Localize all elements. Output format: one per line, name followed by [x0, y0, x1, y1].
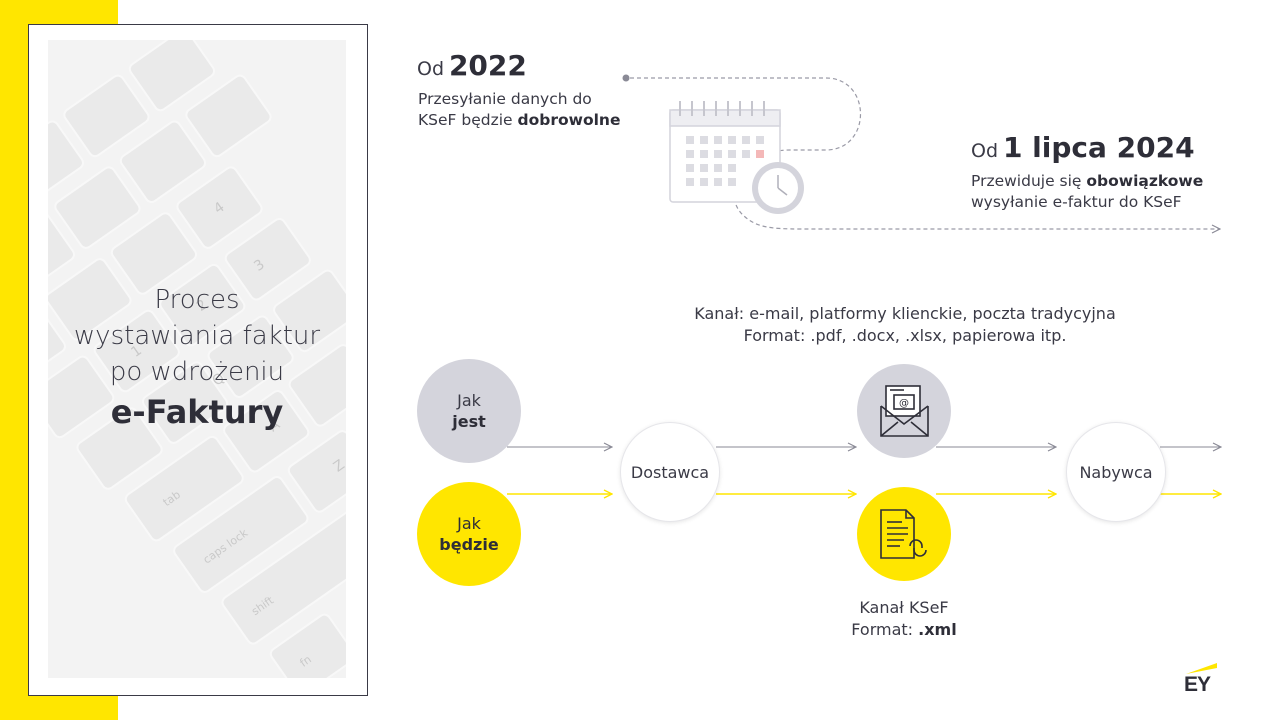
panel-title: Proces wystawiania faktur po wdrożeniu e… — [48, 282, 346, 434]
envelope-at-icon — [880, 385, 929, 437]
timeline-end-description: Przewiduje się obowiązkowe wysyłanie e-f… — [971, 171, 1203, 213]
panel-title-line-1: Proces — [154, 285, 240, 315]
email-channel-node: @ — [857, 364, 951, 458]
ksef-channel-description: Kanał KSeF Format: .xml — [804, 597, 1004, 641]
current-channel-text: Kanał: e-mail, platformy klienckie, pocz… — [694, 304, 1116, 323]
panel-title-line-3: po wdrożeniu — [109, 357, 285, 387]
keyboard-illustration: tab caps lock shift fn A Q 1 2 3 4 Z — [48, 40, 346, 678]
timeline-start-description: Przesyłanie danych do KSeF będzie dobrow… — [418, 89, 620, 131]
timeline-start-prefix: Od — [417, 58, 445, 80]
current-format-text: Format: .pdf, .docx, .xlsx, papierowa it… — [743, 326, 1067, 345]
as-is-label-line-1: Jak — [457, 391, 481, 410]
ey-logo: EY — [1184, 673, 1211, 696]
timeline-end-line-1: Przewiduje się — [971, 172, 1082, 190]
timeline-start-year: 2022 — [448, 49, 527, 82]
supplier-node: Dostawca — [620, 422, 720, 522]
svg-text:@: @ — [899, 398, 909, 409]
to-be-label-line-1: Jak — [457, 514, 481, 533]
document-sync-icon — [880, 509, 927, 559]
timeline-end-heading: Od 1 lipca 2024 — [971, 132, 1195, 168]
timeline-start-dot — [622, 74, 630, 82]
timeline-end-emphasis: obowiązkowe — [1086, 172, 1204, 190]
clock-icon — [752, 162, 804, 214]
keyboard-photo-background: tab caps lock shift fn A Q 1 2 3 4 Z — [48, 40, 346, 678]
current-channel-description: Kanał: e-mail, platformy klienckie, pocz… — [660, 303, 1150, 347]
as-is-label-line-2: jest — [452, 412, 486, 431]
timeline-end-line-2: wysyłanie e-faktur do KSeF — [971, 193, 1182, 211]
buyer-node: Nabywca — [1066, 422, 1166, 522]
to-be-node: Jak będzie — [417, 482, 521, 586]
as-is-node: Jak jest — [417, 359, 521, 463]
panel-title-line-2: wystawiania faktur — [73, 321, 321, 351]
timeline-start-line-2: KSeF będzie — [418, 111, 513, 129]
ksef-format-value: .xml — [918, 620, 957, 639]
buyer-label: Nabywca — [1079, 462, 1153, 482]
timeline-path — [622, 74, 1221, 230]
timeline-end-date: 1 lipca 2024 — [1002, 131, 1195, 164]
timeline-start-heading: Od 2022 — [417, 50, 527, 86]
panel-title-highlight: e-Faktury — [110, 393, 284, 431]
calendar-icon — [669, 101, 781, 203]
timeline-start-emphasis: dobrowolne — [517, 111, 621, 129]
ksef-format-prefix: Format: — [851, 620, 914, 639]
timeline-end-prefix: Od — [971, 140, 999, 162]
to-be-label-line-2: będzie — [439, 535, 499, 554]
timeline-start-line-1: Przesyłanie danych do — [418, 90, 592, 108]
ey-logo-beam-icon — [1186, 663, 1217, 674]
supplier-label: Dostawca — [630, 462, 710, 482]
ksef-channel-node — [857, 487, 951, 581]
ksef-channel-text: Kanał KSeF — [859, 598, 949, 617]
